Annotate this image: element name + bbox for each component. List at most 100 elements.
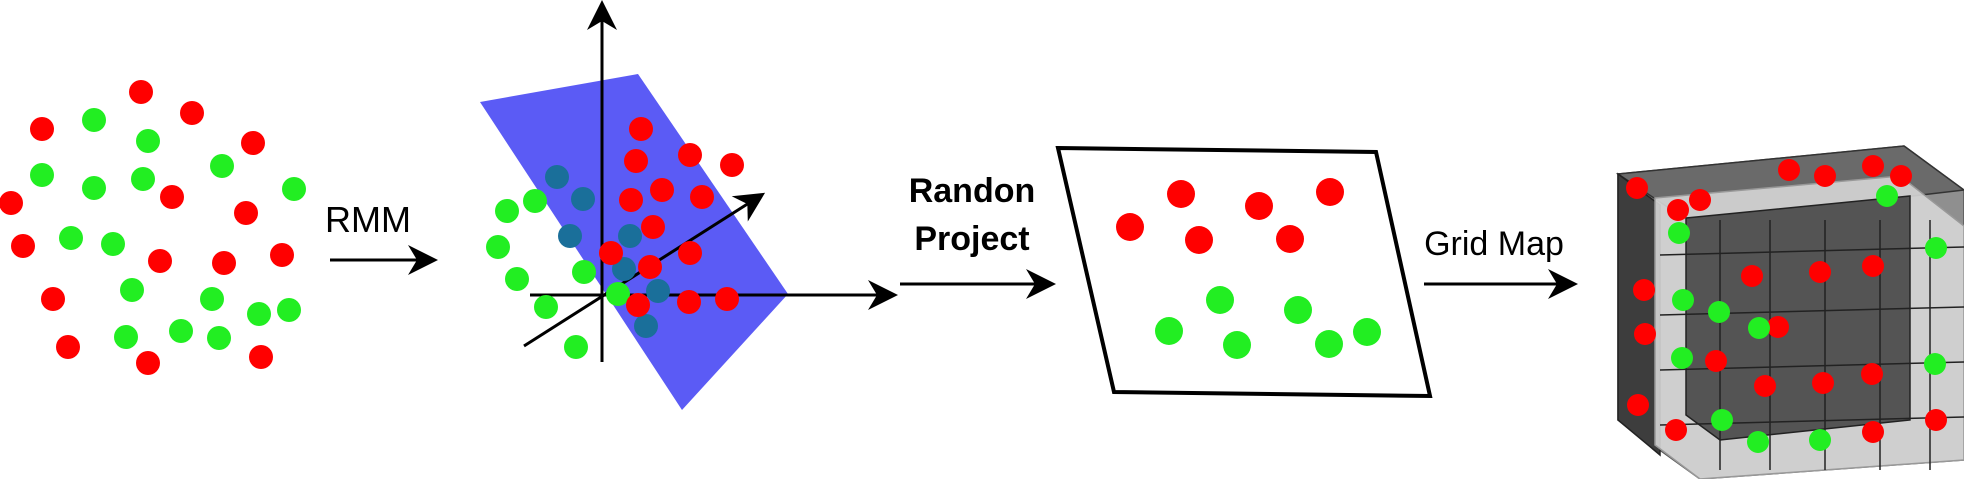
green-point (131, 167, 155, 191)
red-point (1890, 165, 1912, 187)
red-point (677, 290, 701, 314)
red-point (626, 293, 650, 317)
green-point (1924, 353, 1946, 375)
red-point (1809, 261, 1831, 283)
red-point (1741, 265, 1763, 287)
cube-left-face (1617, 172, 1661, 457)
green-point (534, 295, 558, 319)
green-point (82, 176, 106, 200)
blended-point (618, 224, 642, 248)
blended-point (545, 165, 569, 189)
green-point (495, 199, 519, 223)
red-point (1862, 155, 1884, 177)
green-point (1672, 289, 1694, 311)
green-point (277, 298, 301, 322)
green-point (564, 335, 588, 359)
red-point (249, 345, 273, 369)
red-point (715, 287, 739, 311)
red-point (1862, 255, 1884, 277)
green-point (1155, 317, 1183, 345)
green-point (200, 287, 224, 311)
red-point (1116, 213, 1144, 241)
red-point (650, 178, 674, 202)
red-point (690, 185, 714, 209)
red-point (148, 249, 172, 273)
red-point (1925, 409, 1947, 431)
red-point (1245, 192, 1273, 220)
red-point (41, 287, 65, 311)
red-point (624, 149, 648, 173)
red-point (180, 101, 204, 125)
green-point (30, 163, 54, 187)
red-point (1862, 421, 1884, 443)
red-point (641, 215, 665, 239)
green-point (1876, 185, 1898, 207)
red-point (1812, 372, 1834, 394)
green-point (120, 278, 144, 302)
green-point (210, 154, 234, 178)
blended-point (558, 224, 582, 248)
green-point (101, 232, 125, 256)
green-point (207, 326, 231, 350)
red-point (0, 191, 23, 215)
red-point (720, 153, 744, 177)
red-point (1705, 350, 1727, 372)
grid-line (1659, 246, 1964, 256)
projection-frame (1055, 145, 1433, 399)
green-point (1711, 409, 1733, 431)
red-point (1778, 159, 1800, 181)
green-point (1925, 237, 1947, 259)
green-point (136, 129, 160, 153)
red-point (638, 255, 662, 279)
green-point (505, 267, 529, 291)
blended-point (571, 187, 595, 211)
red-point (160, 185, 184, 209)
green-point (1284, 296, 1312, 324)
randon-label-line2: Project (914, 220, 1029, 258)
randon-label-line1: Randon (909, 172, 1036, 210)
green-point (59, 226, 83, 250)
projection-plane-panel (480, 0, 898, 410)
green-point (572, 260, 596, 284)
red-point (1633, 279, 1655, 301)
red-point (1185, 226, 1213, 254)
rmm-label: RMM (325, 199, 411, 240)
cube-dark-block (1685, 195, 1911, 441)
blended-point (612, 257, 636, 281)
green-point (1671, 347, 1693, 369)
red-point (1634, 323, 1656, 345)
red-point (678, 241, 702, 265)
green-point (114, 325, 138, 349)
green-point (169, 319, 193, 343)
green-point (1748, 317, 1770, 339)
green-point (523, 189, 547, 213)
red-point (11, 234, 35, 258)
red-point (1861, 363, 1883, 385)
red-point (1316, 178, 1344, 206)
red-point (234, 201, 258, 225)
scattered-points-panel (0, 80, 306, 375)
red-point (30, 117, 54, 141)
green-point (486, 235, 510, 259)
red-point (599, 241, 623, 265)
voxel-grid-cube (1615, 145, 1964, 479)
projected-points (1116, 178, 1381, 359)
red-point (1754, 375, 1776, 397)
red-point (56, 335, 80, 359)
plane-points (486, 117, 744, 359)
red-point (1627, 394, 1649, 416)
green-point (606, 282, 630, 306)
red-point (1814, 165, 1836, 187)
green-point (1809, 429, 1831, 451)
blended-point (634, 314, 658, 338)
green-point (1708, 301, 1730, 323)
green-point (282, 177, 306, 201)
green-point (1223, 331, 1251, 359)
grid-line (1659, 416, 1964, 426)
red-point (1167, 180, 1195, 208)
red-point (136, 351, 160, 375)
red-point (619, 188, 643, 212)
projected-plane-panel (1055, 145, 1433, 399)
green-point (1315, 330, 1343, 358)
